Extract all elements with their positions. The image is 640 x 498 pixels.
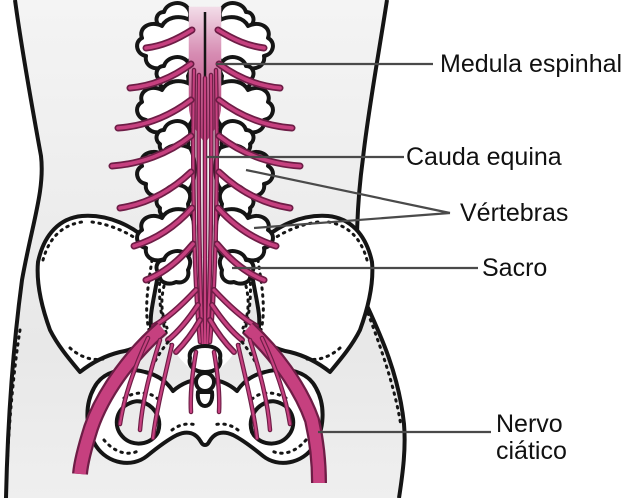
label-sacro: Sacro xyxy=(482,254,548,282)
leader-vertebras-upper xyxy=(245,168,451,215)
nerve-roots xyxy=(108,26,304,284)
body-outline-left xyxy=(4,0,44,498)
label-nervo-ciatico: Nervo ciático xyxy=(496,410,567,465)
leader-lines xyxy=(206,62,491,434)
label-vertebras: Vértebras xyxy=(460,199,569,227)
label-cauda-equina: Cauda equina xyxy=(406,143,562,171)
label-medula-espinhal: Medula espinhal xyxy=(440,50,623,78)
leader-vertebras-lower xyxy=(253,211,451,230)
pelvic-nerve-branches xyxy=(117,335,293,441)
